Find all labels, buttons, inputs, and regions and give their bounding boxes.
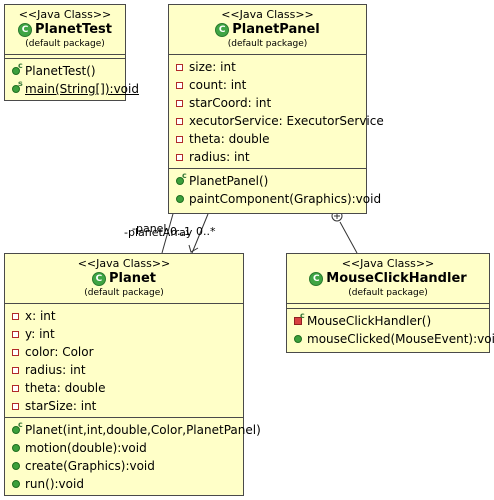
public-constructor-icon bbox=[176, 171, 187, 185]
methods-section: Planet(int,int,double,Color,PlanetPanel)… bbox=[5, 417, 261, 495]
attribute-row[interactable]: starCoord: int bbox=[169, 94, 366, 112]
attributes-section: x: int y: int color: Color radius: int t… bbox=[5, 303, 243, 417]
public-static-method-icon bbox=[12, 79, 23, 93]
methods-section: PlanetTest() main(String[]):void bbox=[5, 58, 139, 100]
class-icon: C bbox=[215, 22, 230, 37]
private-field-icon bbox=[176, 117, 183, 125]
method-row[interactable]: PlanetPanel() bbox=[169, 171, 366, 190]
association-arrowhead-planetarray bbox=[188, 244, 199, 253]
private-field-icon bbox=[12, 366, 19, 374]
private-field-icon bbox=[176, 99, 183, 107]
private-field-icon bbox=[176, 81, 183, 89]
public-method-icon bbox=[12, 480, 20, 488]
private-field-icon bbox=[12, 312, 19, 320]
method-row[interactable]: create(Graphics):void bbox=[5, 457, 243, 475]
private-field-icon bbox=[176, 153, 183, 161]
private-field-icon bbox=[12, 402, 19, 410]
stereotype-label: <<Java Class>> bbox=[221, 8, 314, 21]
attribute-row[interactable]: starSize: int bbox=[5, 397, 243, 415]
public-method-icon bbox=[176, 195, 184, 203]
multiplicity-planetarray: 0..* bbox=[196, 225, 216, 238]
package-label: (default package) bbox=[25, 39, 105, 49]
public-method-icon bbox=[294, 335, 302, 343]
private-field-icon bbox=[176, 135, 183, 143]
public-method-icon bbox=[12, 462, 20, 470]
package-label: (default package) bbox=[348, 288, 428, 298]
stereotype-label: <<Java Class>> bbox=[77, 257, 171, 270]
attribute-row[interactable]: y: int bbox=[5, 325, 243, 343]
stereotype-label: <<Java Class>> bbox=[18, 8, 112, 21]
attribute-row[interactable]: color: Color bbox=[5, 343, 243, 361]
attribute-row[interactable]: count: int bbox=[169, 76, 366, 94]
stereotype-label: <<Java Class>> bbox=[341, 257, 435, 270]
method-row[interactable]: paintComponent(Graphics):void bbox=[169, 190, 381, 208]
class-icon: C bbox=[309, 271, 324, 286]
private-field-icon bbox=[12, 330, 19, 338]
class-name: PlanetPanel bbox=[232, 22, 320, 37]
attributes-section bbox=[287, 303, 489, 308]
attribute-row[interactable]: size: int bbox=[169, 58, 366, 76]
multiplicity-panel: 0..1 bbox=[170, 225, 191, 238]
attributes-section: size: int count: int starCoord: int xecu… bbox=[169, 54, 384, 168]
public-method-icon bbox=[12, 444, 20, 452]
public-constructor-icon bbox=[12, 61, 23, 75]
method-row[interactable]: PlanetTest() bbox=[5, 61, 125, 80]
class-name: PlanetTest bbox=[35, 22, 112, 37]
private-constructor-icon bbox=[294, 311, 305, 325]
class-name: MouseClickHandler bbox=[326, 271, 467, 286]
method-row[interactable]: Planet(int,int,double,Color,PlanetPanel) bbox=[5, 420, 261, 439]
methods-section: MouseClickHandler() mouseClicked(MouseEv… bbox=[287, 308, 494, 350]
association-line-planetarray bbox=[191, 213, 209, 254]
attribute-row[interactable]: xecutorService: ExecutorService bbox=[169, 112, 384, 130]
private-field-icon bbox=[12, 348, 19, 356]
method-row[interactable]: main(String[]):void bbox=[5, 79, 139, 98]
attribute-row[interactable]: radius: int bbox=[169, 148, 366, 166]
attribute-row[interactable]: x: int bbox=[5, 307, 243, 325]
class-name: Planet bbox=[108, 271, 157, 286]
public-constructor-icon bbox=[12, 420, 23, 434]
attribute-row[interactable]: theta: double bbox=[169, 130, 366, 148]
method-row[interactable]: motion(double):void bbox=[5, 439, 243, 457]
role-label-panel: -panel bbox=[132, 222, 167, 235]
attribute-row[interactable]: radius: int bbox=[5, 361, 243, 379]
attribute-row[interactable]: theta: double bbox=[5, 379, 243, 397]
package-label: (default package) bbox=[227, 39, 308, 49]
package-label: (default package) bbox=[84, 288, 164, 298]
role-label-planetarray: -planetArray bbox=[124, 226, 193, 239]
private-field-icon bbox=[176, 63, 183, 71]
attributes-section bbox=[5, 54, 125, 58]
class-icon: C bbox=[18, 22, 33, 37]
method-row[interactable]: mouseClicked(MouseEvent):void bbox=[287, 330, 494, 348]
method-row[interactable]: MouseClickHandler() bbox=[287, 311, 489, 330]
method-row[interactable]: run():void bbox=[5, 475, 243, 493]
class-icon: C bbox=[91, 271, 106, 286]
methods-section: PlanetPanel() paintComponent(Graphics):v… bbox=[169, 168, 381, 210]
nesting-line bbox=[339, 221, 358, 254]
private-field-icon bbox=[12, 384, 19, 392]
